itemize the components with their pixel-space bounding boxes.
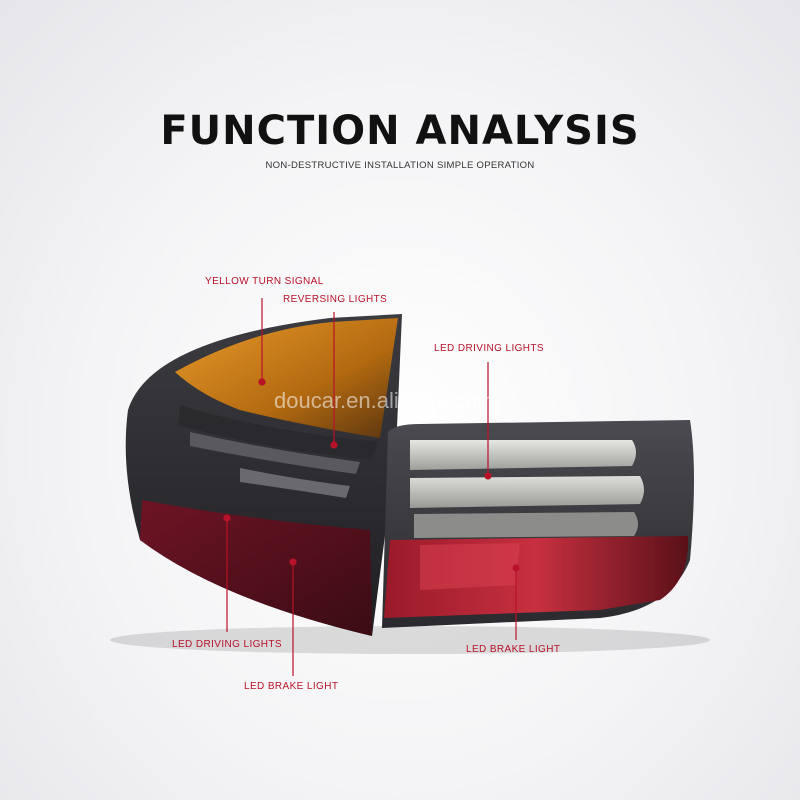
left-tail-light bbox=[125, 314, 402, 636]
callout-yellow-turn-signal: YELLOW TURN SIGNAL bbox=[205, 276, 324, 287]
floor-shadow bbox=[110, 626, 710, 654]
callout-led-brake-light-right: LED BRAKE LIGHT bbox=[466, 644, 561, 655]
right-tail-light bbox=[382, 420, 694, 628]
callout-led-brake-light-left: LED BRAKE LIGHT bbox=[244, 681, 339, 692]
callout-reversing-lights: REVERSING LIGHTS bbox=[283, 294, 388, 305]
callout-led-driving-lights-right: LED DRIVING LIGHTS bbox=[434, 343, 544, 354]
callout-lines bbox=[223, 298, 520, 676]
page-subtitle: NON-DESTRUCTIVE INSTALLATION SIMPLE OPER… bbox=[265, 160, 535, 171]
page-title: FUNCTION ANALYSIS bbox=[160, 108, 640, 154]
watermark: doucar.en.alibaba.com bbox=[274, 388, 496, 413]
callout-led-driving-lights-left: LED DRIVING LIGHTS bbox=[172, 639, 282, 650]
